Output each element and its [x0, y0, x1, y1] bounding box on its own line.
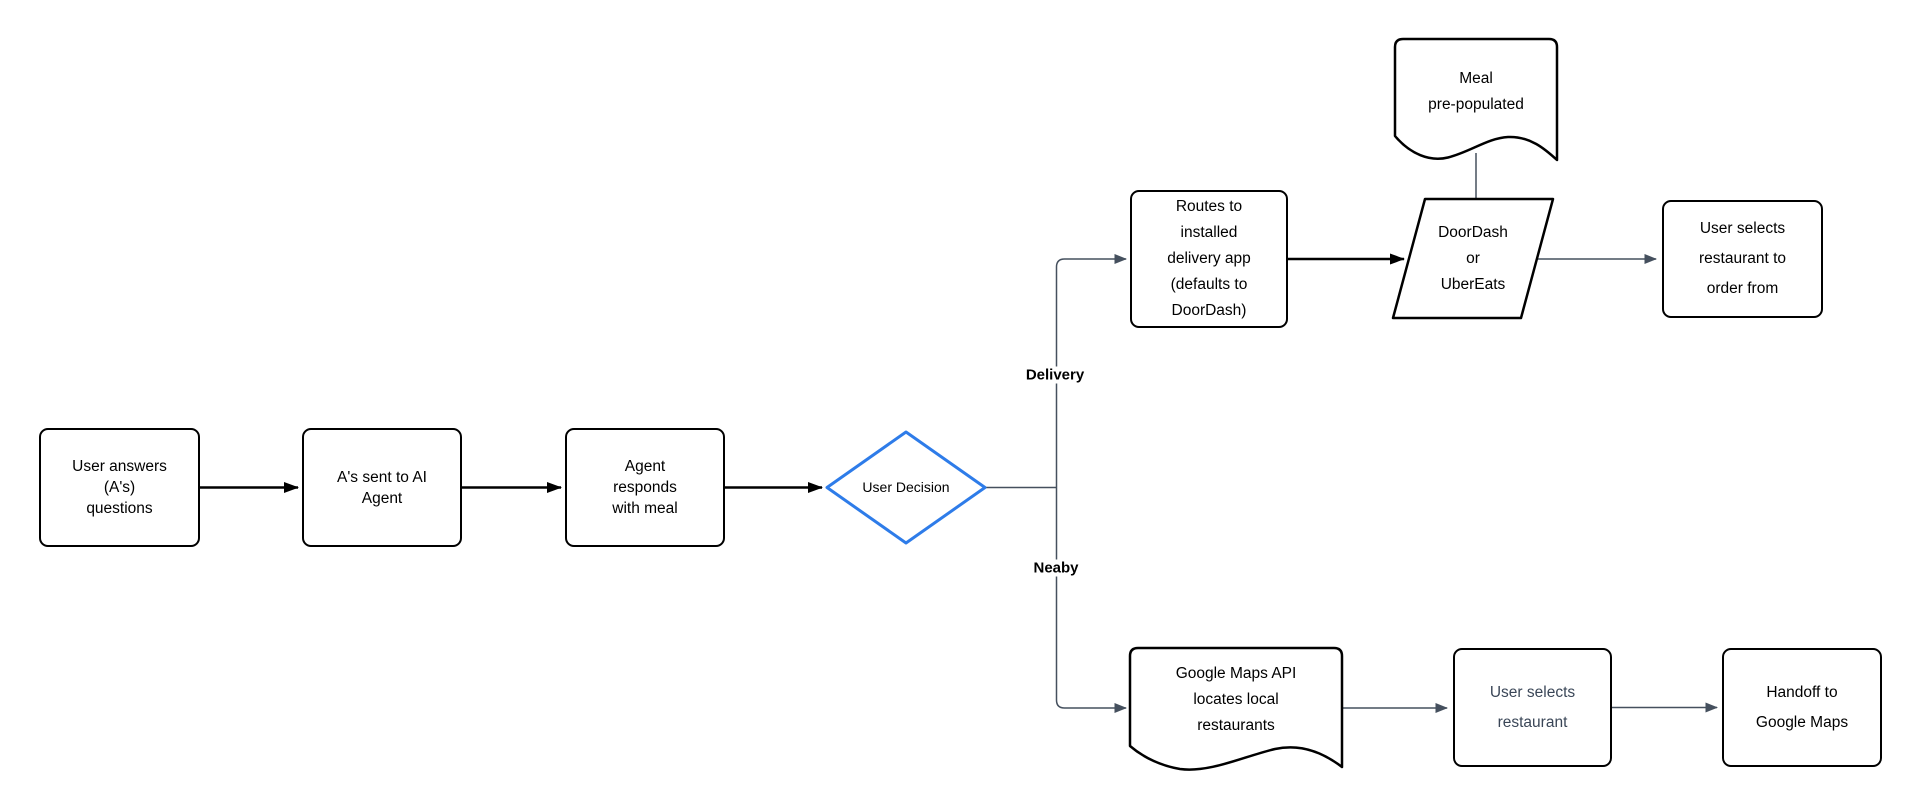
edge-label-delivery: Delivery	[1022, 366, 1088, 384]
node-user-selects-restaurant-order-label: User selects restaurant to order from	[1698, 220, 1787, 297]
node-user-selects-restaurant-label: User selects restaurant	[1489, 683, 1576, 731]
node-user-decision-label: User Decision	[862, 479, 950, 495]
node-doordash-or-ubereats[interactable]: DoorDash or UberEats	[1413, 199, 1533, 318]
node-agent-responds-label: Agent responds with meal	[612, 458, 678, 517]
node-google-maps-api-label: Google Maps API locates local restaurant…	[1175, 665, 1297, 734]
node-routes-to-app[interactable]: Routes to installed delivery app (defaul…	[1130, 190, 1288, 328]
edge-delivery-branch	[1055, 254, 1127, 488]
node-handoff-google-maps-label: Handoff to Google Maps	[1755, 683, 1849, 731]
node-meal-prepopulated-label: Meal pre-populated	[1428, 70, 1524, 113]
node-as-sent-to-agent[interactable]: A's sent to AI Agent	[302, 428, 462, 547]
decision-diamond-shape	[825, 430, 987, 545]
edge-nearby-branch	[1055, 487, 1127, 713]
node-google-maps-api[interactable]: Google Maps API locates local restaurant…	[1130, 650, 1342, 750]
node-user-selects-restaurant[interactable]: User selects restaurant	[1453, 648, 1612, 767]
node-agent-responds[interactable]: Agent responds with meal	[565, 428, 725, 547]
document-shape-meal	[1393, 37, 1559, 162]
node-doordash-or-ubereats-label: DoorDash or UberEats	[1438, 223, 1508, 293]
node-meal-prepopulated[interactable]: Meal pre-populated	[1395, 38, 1557, 146]
node-handoff-google-maps[interactable]: Handoff to Google Maps	[1722, 648, 1882, 767]
edge-label-nearby: Neaby	[1030, 559, 1082, 577]
document-shape-gmaps	[1128, 646, 1344, 771]
node-user-decision[interactable]: User Decision	[827, 432, 985, 543]
node-user-answers-label: User answers (A's) questions	[72, 458, 167, 517]
node-routes-to-app-label: Routes to installed delivery app (defaul…	[1167, 198, 1251, 319]
node-user-answers[interactable]: User answers (A's) questions	[39, 428, 200, 547]
parallelogram-shape	[1391, 197, 1555, 320]
node-user-selects-restaurant-order[interactable]: User selects restaurant to order from	[1662, 200, 1823, 318]
node-as-sent-to-agent-label: A's sent to AI Agent	[337, 468, 427, 507]
